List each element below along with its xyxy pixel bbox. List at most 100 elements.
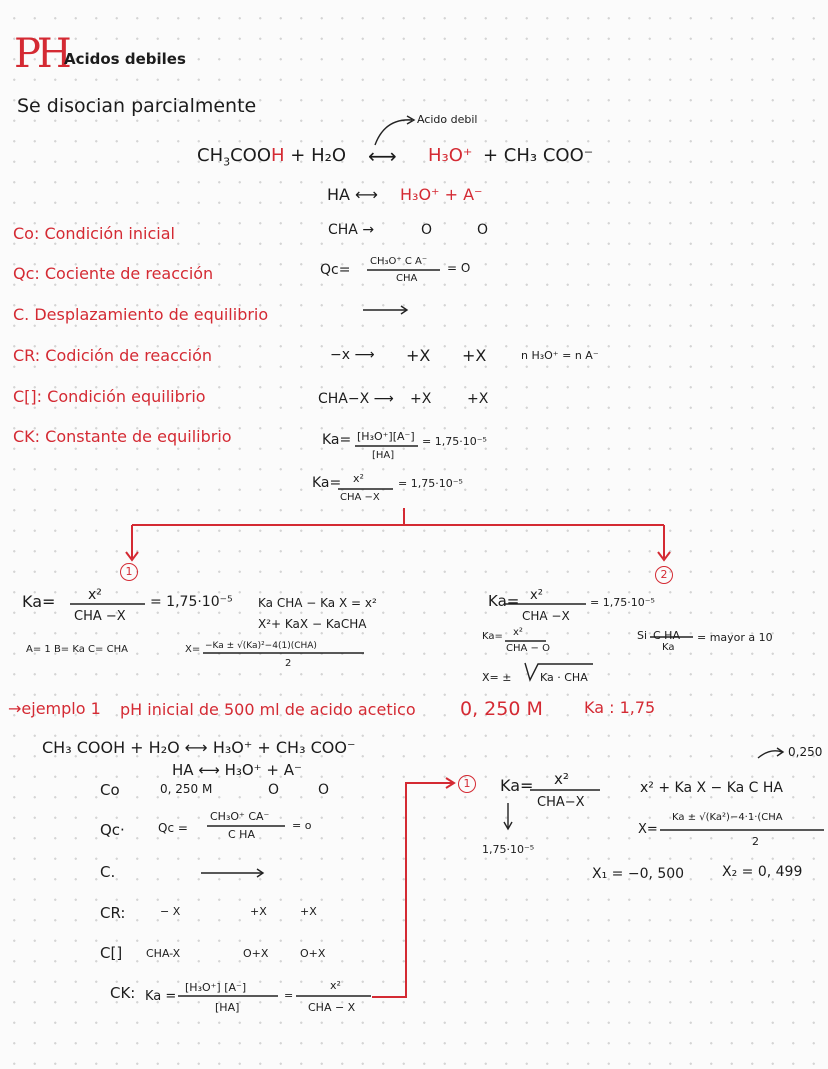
case1-badge: 1 [120,563,138,581]
page-title: PH [14,31,72,77]
case2-ka-small-den: CHA − O [506,643,550,654]
ex-co-code: Co [100,781,120,799]
case2-ka-small-label: Ka= [482,631,503,642]
cha-zero-2: O [477,222,489,238]
legend-text: Cociente de reacción [44,264,214,283]
ex-co-val: 0, 250 M [160,782,213,796]
ka1-val: = 1,75·10⁻⁵ [422,435,487,448]
ex-qc-label: Qc = [158,821,188,835]
cr-plus-2: +X [462,346,487,365]
result-x1: X₁ = −0, 500 [592,866,685,882]
ex-ck-den: [HA] [215,1001,240,1014]
case1-x-den: 2 [285,658,292,669]
page-subtitle: Acidos debiles [64,50,186,68]
lhs-sub: 3 [223,155,231,169]
ka2-label: Ka= [312,475,342,491]
case2-cond-num: C HA [653,629,680,642]
ex-c-code: C. [100,863,116,881]
result-ka-val: 1,75·10⁻⁵ [482,843,535,856]
case2-ka-val: = 1,75·10⁻⁵ [590,596,655,609]
case2-cond-den: Ka [662,642,675,653]
legend-code: Qc: [13,264,40,283]
case1-x-num: −Ka ± √(Ka)²−4(1)(CHA) [205,641,317,651]
case2-ka-small-num: x² [513,627,523,638]
case1-ka-den: CHA −X [74,609,126,624]
ka2-num: x² [353,472,364,485]
legend-text: Condición equilibrio [47,387,206,406]
result-ka-label: Ka= [500,776,534,795]
cha-zero-1: O [421,222,433,238]
legend-item: Qc: Cociente de reacción [13,266,213,282]
result-badge: 1 [458,775,476,793]
example-reaction: CH₃ COOH + H₂O ⟷ H₃O⁺ + CH₃ COO⁻ [42,738,356,757]
qc-num: CH₃O⁺ C A⁻ [370,256,428,267]
case1-ka-val: = 1,75·10⁻⁵ [150,594,233,610]
legend-code: C[]: [13,387,43,406]
case2-cond-label: Si [637,629,648,642]
example-ha-line: HA ⟷ H₃O⁺ + A⁻ [172,761,302,779]
case1-abc: A= 1 B= Ka C= CHA [26,644,128,655]
ha-h3o: H₃O⁺ + A⁻ [400,185,483,204]
ex-ce-v3: O+X [300,947,326,960]
ex-cr-v1: − X [160,905,181,918]
ex-ce-code: C[] [100,944,123,962]
ex-ce-v2: O+X [243,947,269,960]
cha-row: CHA → [328,222,375,238]
legend-text: Desplazamiento de equilibrio [34,305,269,324]
ex-qc-num: CH₃O⁺ CA⁻ [210,810,270,823]
reaction-rhs: + CH₃ COO⁻ [483,145,594,166]
reaction-lhs: CH3COOH + H₂O [197,147,346,168]
ex-ck-den2: CHA − X [308,1001,356,1014]
legend-text: Constante de equilibrio [45,427,232,446]
cr-note: n H₃O⁺ = n A⁻ [521,349,599,362]
ex-co-zero2: O [318,782,330,798]
lhs-coo: COO [230,145,272,166]
ex-qc-eq: = o [292,819,312,832]
result-ka-den: CHA−X [537,795,585,810]
reaction-arrow: ⟷ [368,144,397,168]
legend-code: C. [13,305,30,324]
lhs-ch: CH [197,145,224,166]
ex-ck-label: Ka = [145,989,177,1004]
cr-row: −x ⟶ [330,347,375,363]
cr-plus-1: +X [406,346,431,365]
ex-ck-code: CK: [110,984,136,1002]
case1-x-label: X= [185,644,201,655]
ex-ck-num: [H₃O⁺] [A⁻] [185,981,247,994]
result-x-num: Ka ± √(Ka²)−4·1·(CHA [672,812,783,823]
result-x-den: 2 [752,835,759,848]
result-conc-note: 0,250 [788,745,823,759]
example-conc: 0, 250 M [460,698,543,720]
ex-qc-code: Qc· [100,821,125,839]
example-ka: Ka : 1,75 [584,698,656,717]
acid-note: Acido debil [417,113,478,126]
legend-code: CK: [13,427,41,446]
result-x-label: X= [638,822,658,837]
ce-plus-2: +X [467,391,489,407]
case2-x-root: Ka · CHA [540,671,588,684]
ex-ce-v1: CHA-X [146,947,181,960]
ka1-den: [HA] [372,450,395,461]
result-x2: X₂ = 0, 499 [722,864,803,880]
ex-ck-num2: x² [330,979,341,992]
case2-cond-text: = mayor a 10 [697,631,773,644]
ka1-num: [H₃O⁺][A⁻] [357,430,415,443]
result-ka-num: x² [554,770,569,788]
case2-x-label: X= ± [482,671,512,684]
ex-cr-code: CR: [100,904,126,922]
ha-line: HA ⟷ [327,185,378,204]
ka2-den: CHA −X [340,492,380,503]
ex-qc-den: C HA [228,828,255,841]
case2-ka-den: CHA −X [522,609,570,623]
legend-item: C. Desplazamiento de equilibrio [13,307,268,323]
legend-item: CR: Codición de reacción [13,348,212,364]
ex-cr-v2: +X [250,905,267,918]
legend-text: Codición de reacción [45,346,213,365]
legend-code: CR: [13,346,41,365]
ce-plus-1: +X [410,391,432,407]
legend-item: CK: Constante de equilibrio [13,429,232,445]
ka2-val: = 1,75·10⁻⁵ [398,477,463,490]
legend-item: C[]: Condición equilibrio [13,389,206,405]
ex-co-zero1: O [268,782,280,798]
case2-badge: 2 [655,566,673,584]
